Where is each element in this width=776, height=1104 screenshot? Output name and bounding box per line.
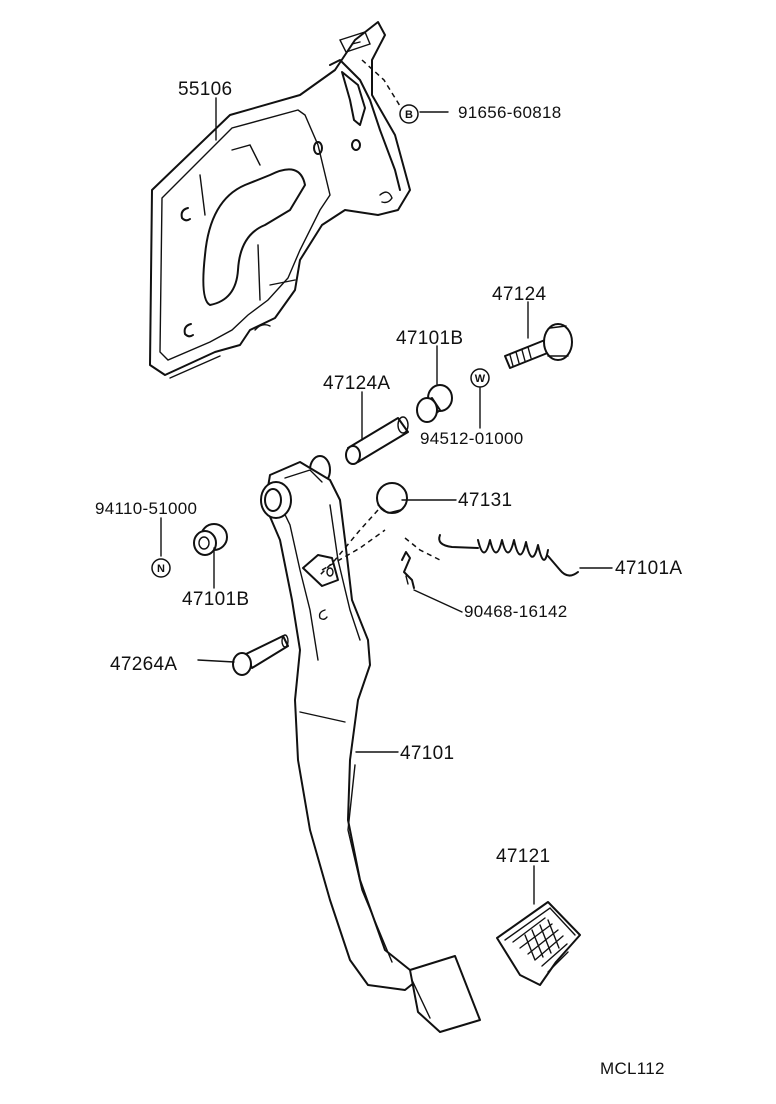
bushing-lower-part <box>193 523 228 556</box>
label-bushing-upper: 47101B <box>396 328 463 349</box>
label-bracket: 55106 <box>178 79 232 100</box>
label-bushing-lower: 47101B <box>182 589 249 610</box>
label-pedal-arm: 47101 <box>400 743 454 764</box>
label-cushion: 47131 <box>458 490 512 511</box>
spring-part <box>438 534 579 577</box>
pedal-pad-part <box>496 901 581 986</box>
label-collar: 47124A <box>323 373 390 394</box>
pedal-arm-part <box>260 455 481 1033</box>
collar-part <box>345 416 409 465</box>
clip-part <box>401 551 415 589</box>
badge-w-text: W <box>475 373 486 385</box>
label-washer: 94512-01000 <box>420 429 524 448</box>
stopper-bolt-part <box>232 634 289 676</box>
bolt-part <box>504 323 573 369</box>
bushing-upper-part <box>416 384 453 423</box>
label-bolt-b: 91656-60818 <box>458 103 562 122</box>
label-clip: 90468-16142 <box>464 602 568 621</box>
badge-n-text: N <box>157 563 165 575</box>
label-pedal-pad: 47121 <box>496 846 550 867</box>
label-bolt: 47124 <box>492 284 546 305</box>
badge-b-icon: B <box>399 104 419 124</box>
figure-code: MCL112 <box>600 1059 665 1078</box>
badge-w-icon: W <box>470 368 490 388</box>
badge-n-icon: N <box>151 558 171 578</box>
label-spring: 47101A <box>615 558 682 579</box>
label-stopper-bolt: 47264A <box>110 654 177 675</box>
leader-lines <box>160 59 613 905</box>
cushion-part <box>376 482 408 514</box>
badge-b-text: B <box>405 109 413 121</box>
bracket-part <box>149 21 411 379</box>
label-nut: 94110-51000 <box>95 499 197 518</box>
